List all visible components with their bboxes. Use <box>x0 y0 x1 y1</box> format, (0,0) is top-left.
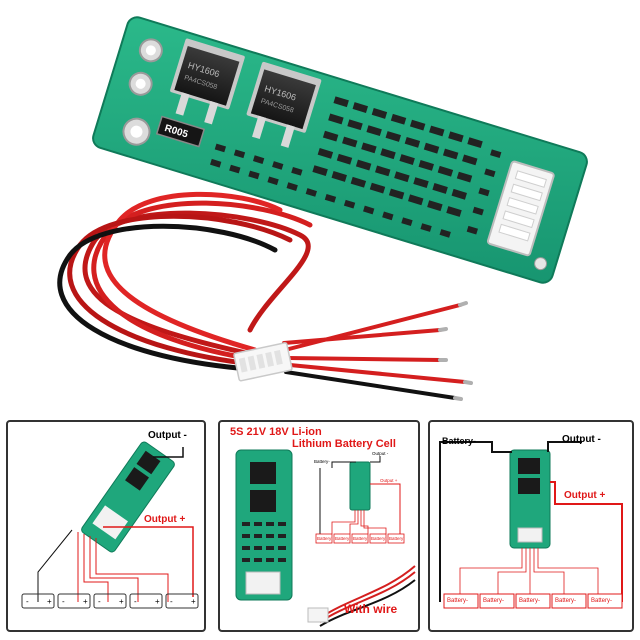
mini-board-middle <box>349 461 371 511</box>
battery-cell-2: Battery- <box>483 598 505 604</box>
svg-text:+: + <box>191 597 196 606</box>
output-plus-label: Output + <box>144 514 186 525</box>
mini-plug <box>307 607 329 623</box>
wiring-diagram-left: - + - + - + - + - + Output - Output + <box>6 420 206 632</box>
svg-text:+: + <box>155 597 160 606</box>
terminal-pads <box>122 38 548 271</box>
large-board-middle <box>235 449 293 601</box>
output-minus-label: Output - <box>372 451 389 456</box>
battery-cell-4: Battery <box>371 536 386 541</box>
bms-board-illustration: HY1606 PA4CS058 HY1606 PA4CS058 R005 <box>57 16 588 401</box>
battery-cell-3: Battery <box>353 536 368 541</box>
svg-text:-: - <box>98 597 101 606</box>
battery-cell-3: Battery- <box>519 598 541 604</box>
output-plus-label: Output + <box>564 490 606 501</box>
battery-cell-5: Battery <box>389 536 404 541</box>
shunt-resistor: R005 <box>155 115 206 148</box>
battery-cell-5: Battery- <box>591 598 613 604</box>
output-minus-label: Output - <box>562 434 601 445</box>
diagram-left-graphics: - + - + - + - + - + <box>21 441 199 609</box>
balance-connector <box>486 160 555 257</box>
wire-tips <box>438 301 473 401</box>
pcb-board: HY1606 PA4CS058 HY1606 PA4CS058 R005 <box>92 16 588 284</box>
mosfet-2: HY1606 PA4CS058 <box>246 61 322 148</box>
mosfet-1: HY1606 PA4CS058 <box>170 38 245 125</box>
smd-components <box>210 96 502 238</box>
svg-text:+: + <box>83 597 88 606</box>
wiring-diagram-right: Battery- Output - Output + Battery- Batt… <box>428 420 634 632</box>
title-line-2: Lithium Battery Cell <box>292 438 396 450</box>
jst-plug <box>233 342 293 382</box>
svg-text:+: + <box>119 597 124 606</box>
with-wire-label: With wire <box>344 602 398 616</box>
title-line-1: 5S 21V 18V Li-ion <box>230 426 322 438</box>
battery-cell-2: Battery <box>335 536 350 541</box>
battery-minus-label: Battery- <box>314 459 330 464</box>
battery-cell-1: Battery <box>317 536 332 541</box>
svg-text:+: + <box>47 597 52 606</box>
svg-text:-: - <box>170 597 173 606</box>
wiring-diagram-middle: 5S 21V 18V Li-ion Lithium Battery Cell B… <box>218 420 420 632</box>
product-photo: HY1606 PA4CS058 HY1606 PA4CS058 R005 <box>57 16 588 401</box>
svg-text:-: - <box>134 597 137 606</box>
output-minus-label: Output - <box>148 430 187 441</box>
wire-harness <box>57 191 467 400</box>
mini-board-left <box>81 441 175 553</box>
battery-minus-label: Battery- <box>442 436 477 446</box>
battery-cell-4: Battery- <box>555 598 577 604</box>
svg-text:-: - <box>26 597 29 606</box>
battery-cell-1: Battery- <box>447 598 469 604</box>
diagram-middle-graphics <box>235 449 416 627</box>
svg-text:-: - <box>62 597 65 606</box>
diagram-right-graphics <box>439 441 623 609</box>
output-plus-label: Output + <box>380 478 398 483</box>
